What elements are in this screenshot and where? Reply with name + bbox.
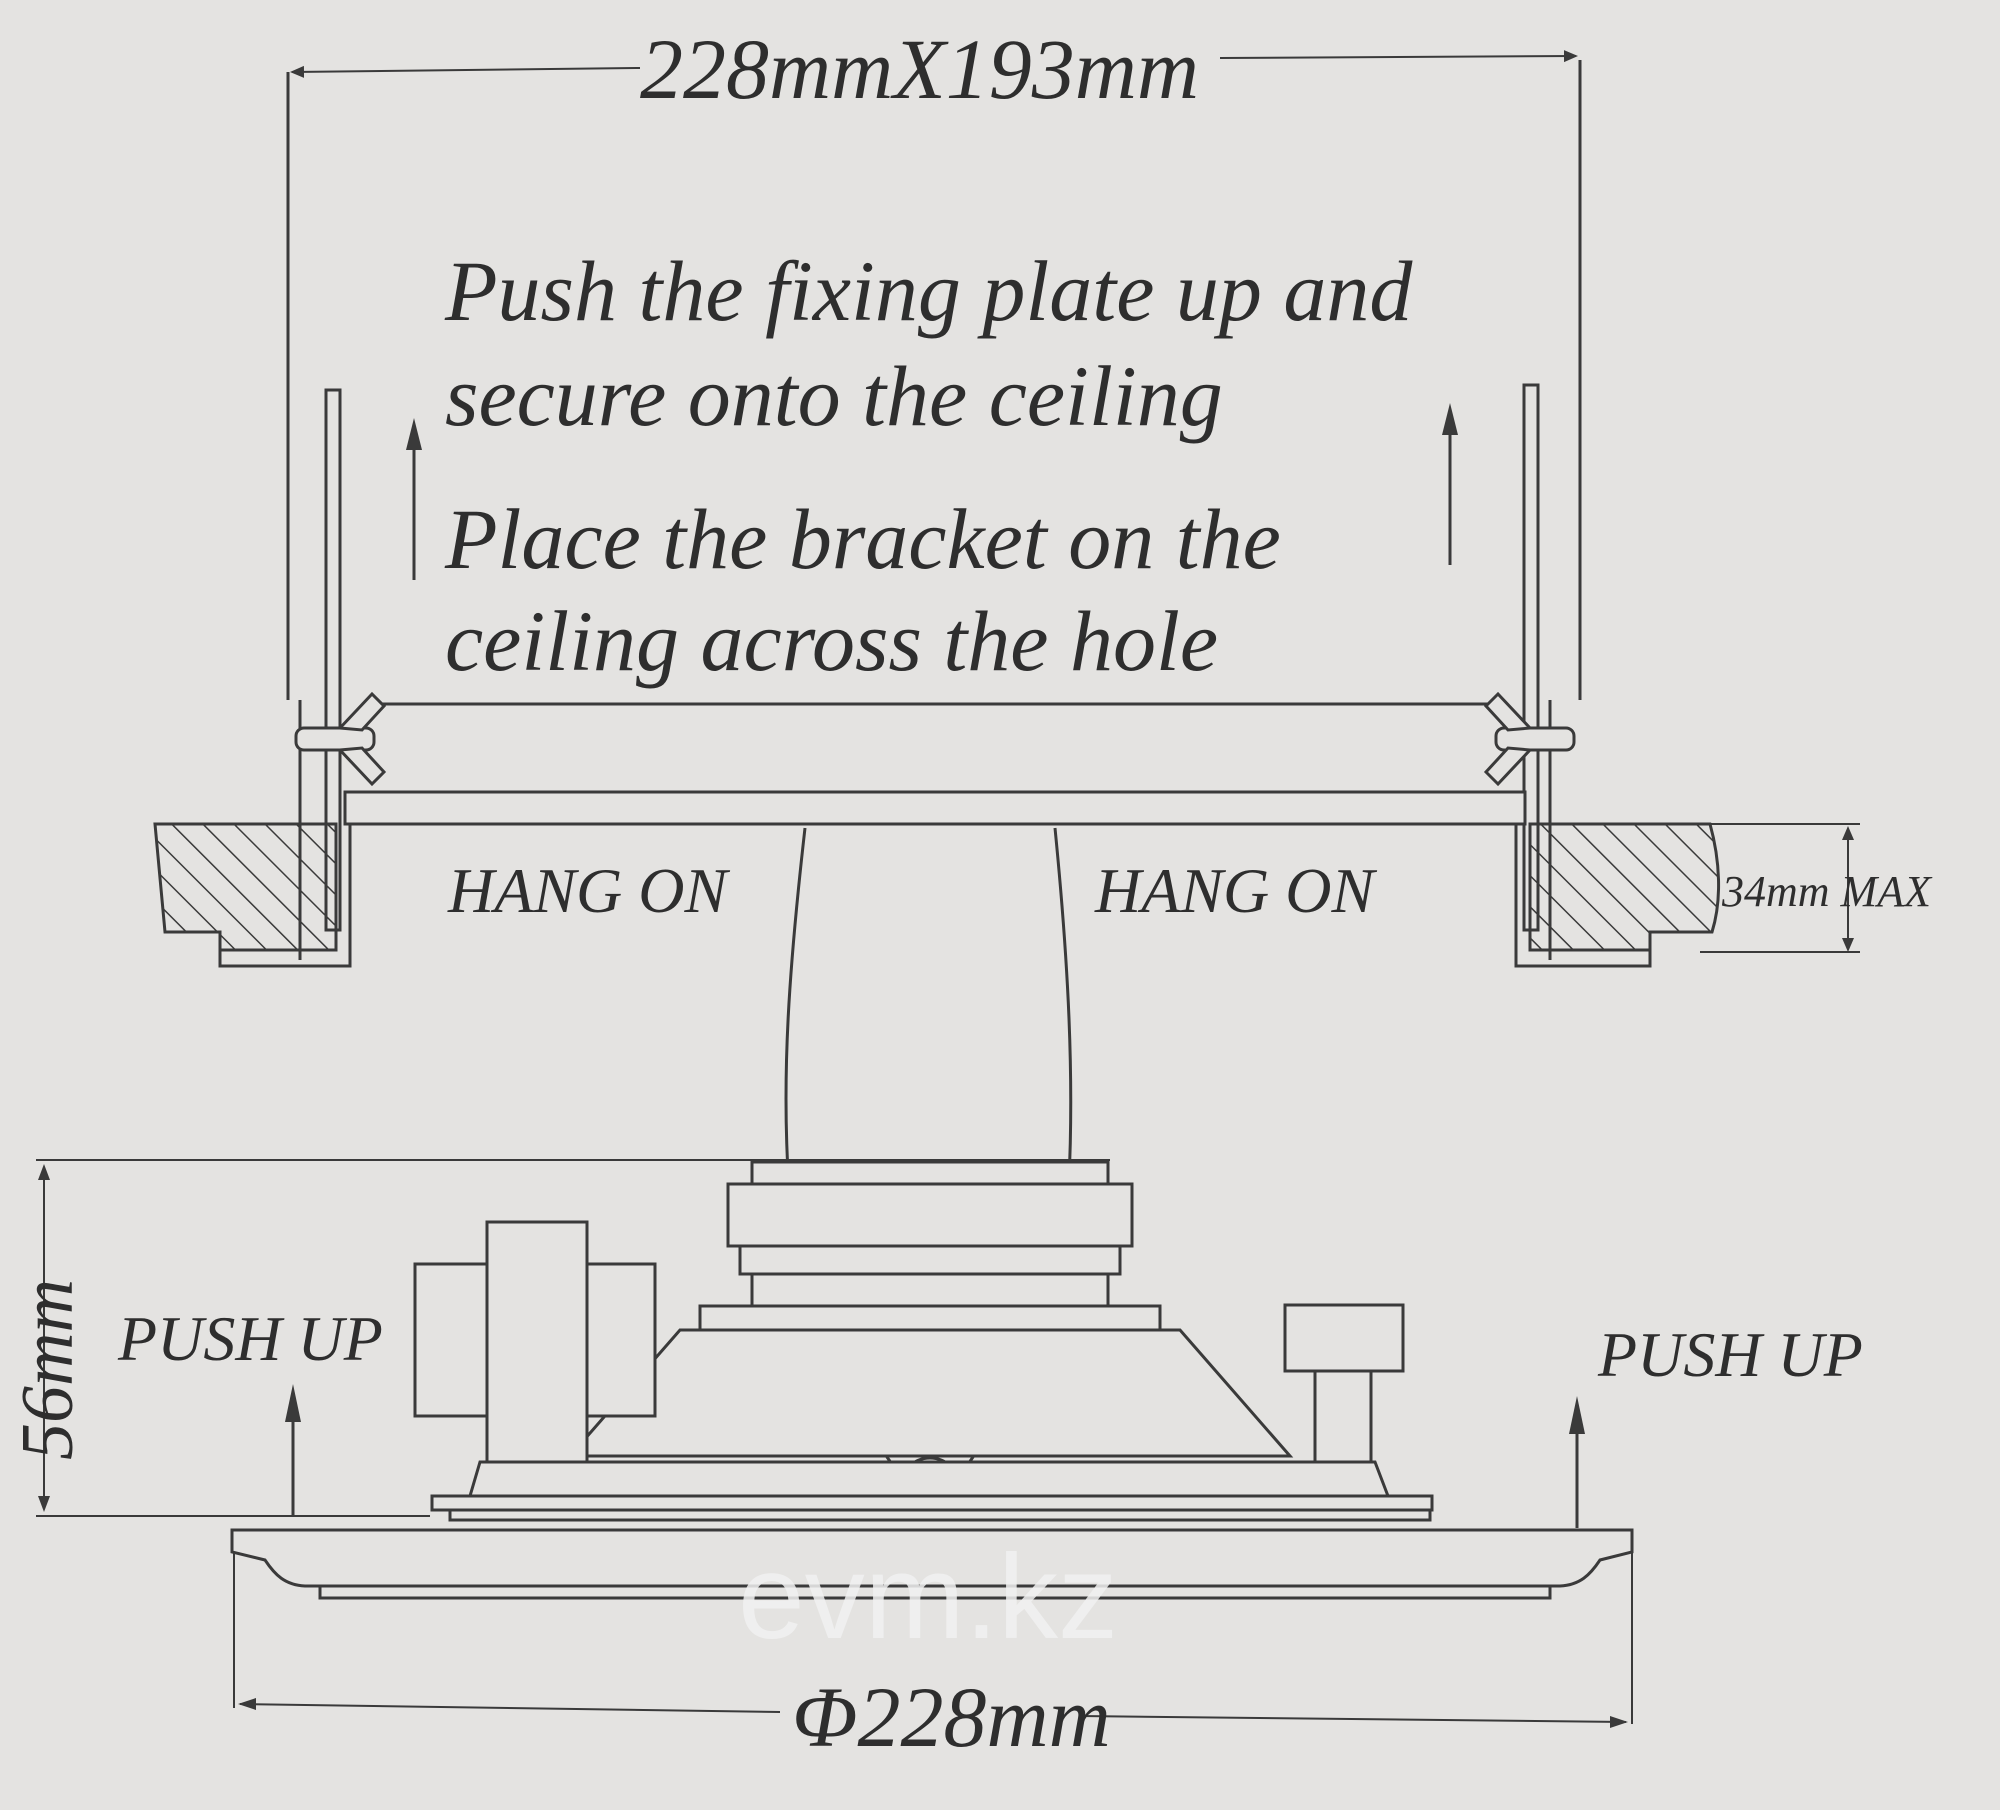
wing-nut-right-icon — [1483, 691, 1576, 787]
wing-nut-left-icon — [294, 691, 387, 787]
cutout-dimension: 228mmX193mm — [286, 21, 1582, 700]
ceiling-thickness-dimension: 34mm MAX — [1700, 823, 1933, 953]
fixing-plate — [343, 702, 1527, 826]
height-label: 56mm — [7, 1279, 89, 1460]
up-arrow-left-icon — [406, 418, 422, 580]
instruction-line-3: Place the bracket on the — [444, 491, 1281, 587]
hang-on-right-label: HANG ON — [1094, 855, 1377, 926]
push-up-arrow-left-icon — [285, 1384, 301, 1516]
watermark: evm.kz — [738, 1530, 1118, 1664]
push-up-left-label: PUSH UP — [117, 1303, 383, 1374]
instruction-line-1: Push the fixing plate up and — [444, 243, 1413, 339]
push-up-arrow-right-icon — [1569, 1396, 1585, 1528]
speaker-body — [230, 1160, 1634, 1600]
bracket-rods — [298, 383, 1552, 960]
diameter-label: Φ228mm — [792, 1669, 1111, 1765]
instruction-line-2: secure onto the ceiling — [445, 348, 1223, 444]
diameter-dimension: Φ228mm — [233, 1552, 1633, 1765]
height-dimension: 56mm — [7, 1159, 1110, 1517]
ceiling-left — [153, 822, 352, 968]
push-up-right-label: PUSH UP — [1597, 1319, 1863, 1390]
ceiling-max-label: 34mm MAX — [1721, 867, 1933, 916]
up-arrow-right-icon — [1442, 403, 1458, 565]
instruction-line-4: ceiling across the hole — [445, 593, 1218, 689]
instruction-text: Push the fixing plate up and secure onto… — [444, 243, 1413, 689]
cutout-size-label: 228mmX193mm — [640, 21, 1199, 117]
ceiling-right — [1514, 822, 1721, 968]
hang-on-left-label: HANG ON — [447, 855, 730, 926]
